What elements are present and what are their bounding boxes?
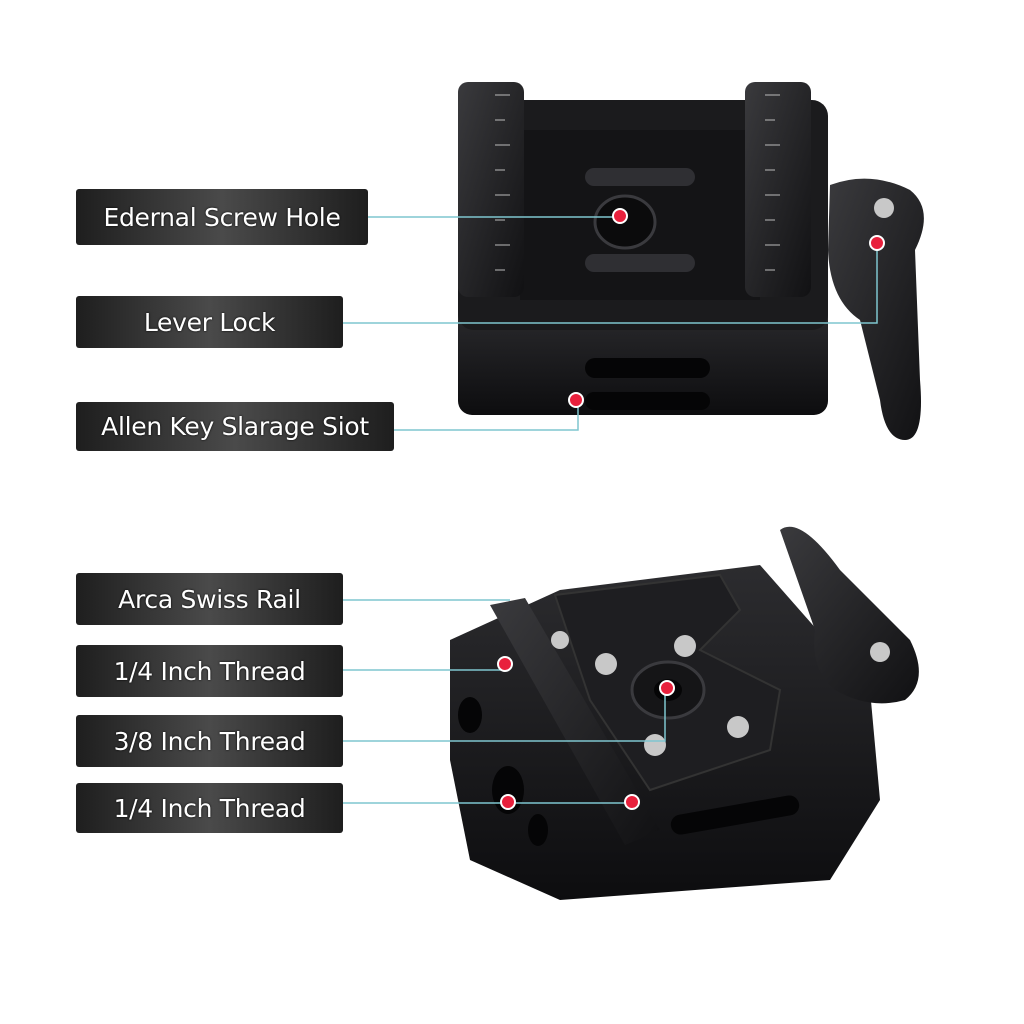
marker-allen-key-slot: [568, 392, 584, 408]
marker-three-eighths-thread: [659, 680, 675, 696]
marker-quarter-thread-1: [497, 656, 513, 672]
marker-lever-lock: [869, 235, 885, 251]
marker-quarter-thread-2a: [500, 794, 516, 810]
label-three-eighths-thread: 3/8 Inch Thread: [76, 715, 343, 767]
marker-dots: [497, 208, 885, 810]
label-lever-lock: Lever Lock: [76, 296, 343, 348]
leader-lines: [343, 216, 878, 804]
label-allen-key-slot: Allen Key Slarage Siot: [76, 402, 394, 451]
label-quarter-thread-2: 1/4 Inch Thread: [76, 783, 343, 833]
top-clamp: [458, 82, 924, 441]
bottom-clamp: [450, 526, 919, 900]
marker-external-screw-hole: [612, 208, 628, 224]
marker-quarter-thread-2b: [624, 794, 640, 810]
label-external-screw-hole: Edernal Screw Hole: [76, 189, 368, 245]
label-arca-swiss-rail: Arca Swiss Rail: [76, 573, 343, 625]
label-quarter-thread-1: 1/4 Inch Thread: [76, 645, 343, 697]
